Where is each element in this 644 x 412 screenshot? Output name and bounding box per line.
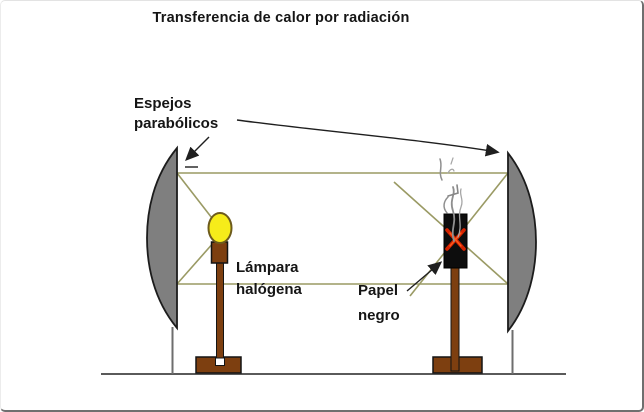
- smoke-wisp: [443, 196, 449, 214]
- arrow-to-right-mirror: [236, 119, 500, 157]
- lamp-bulb: [207, 212, 233, 244]
- diagram-title: Transferencia de calor por radiación: [152, 10, 410, 26]
- black-paper-stand: [432, 213, 483, 374]
- smoke-wisp: [447, 168, 455, 174]
- smoke-wisps: [439, 157, 463, 242]
- smoke-wisp: [439, 158, 443, 181]
- arrow-to-black-paper: [406, 261, 443, 292]
- smoke-wisp: [457, 188, 463, 238]
- lamp-socket: [210, 241, 229, 264]
- label-line: Lámpara: [236, 259, 299, 276]
- paper-pole: [450, 267, 460, 372]
- smoke-wisp: [450, 186, 456, 242]
- smoke-wisp: [447, 184, 459, 197]
- left-parabolic-mirror: [146, 145, 178, 331]
- label-papel-negro: Papel negro: [358, 278, 400, 328]
- halogen-lamp: [195, 212, 242, 374]
- smoke-wisp: [450, 157, 454, 165]
- label-line: halógena: [236, 281, 302, 298]
- label-line: negro: [358, 307, 400, 324]
- lamp-base-notch: [215, 357, 225, 366]
- label-line: Espejos: [134, 95, 192, 112]
- label-line: Papel: [358, 282, 399, 299]
- label-espejos-parabolicos: Espejos parabólicos: [134, 94, 218, 134]
- label-lampara-halogena: Lámpara halógena: [236, 257, 302, 301]
- label-line: parabólicos: [134, 115, 219, 132]
- lamp-pole: [216, 260, 224, 359]
- annotation-arrows: [185, 119, 500, 292]
- arrow-to-left-mirror: [185, 136, 210, 161]
- right-parabolic-mirror: [507, 150, 537, 334]
